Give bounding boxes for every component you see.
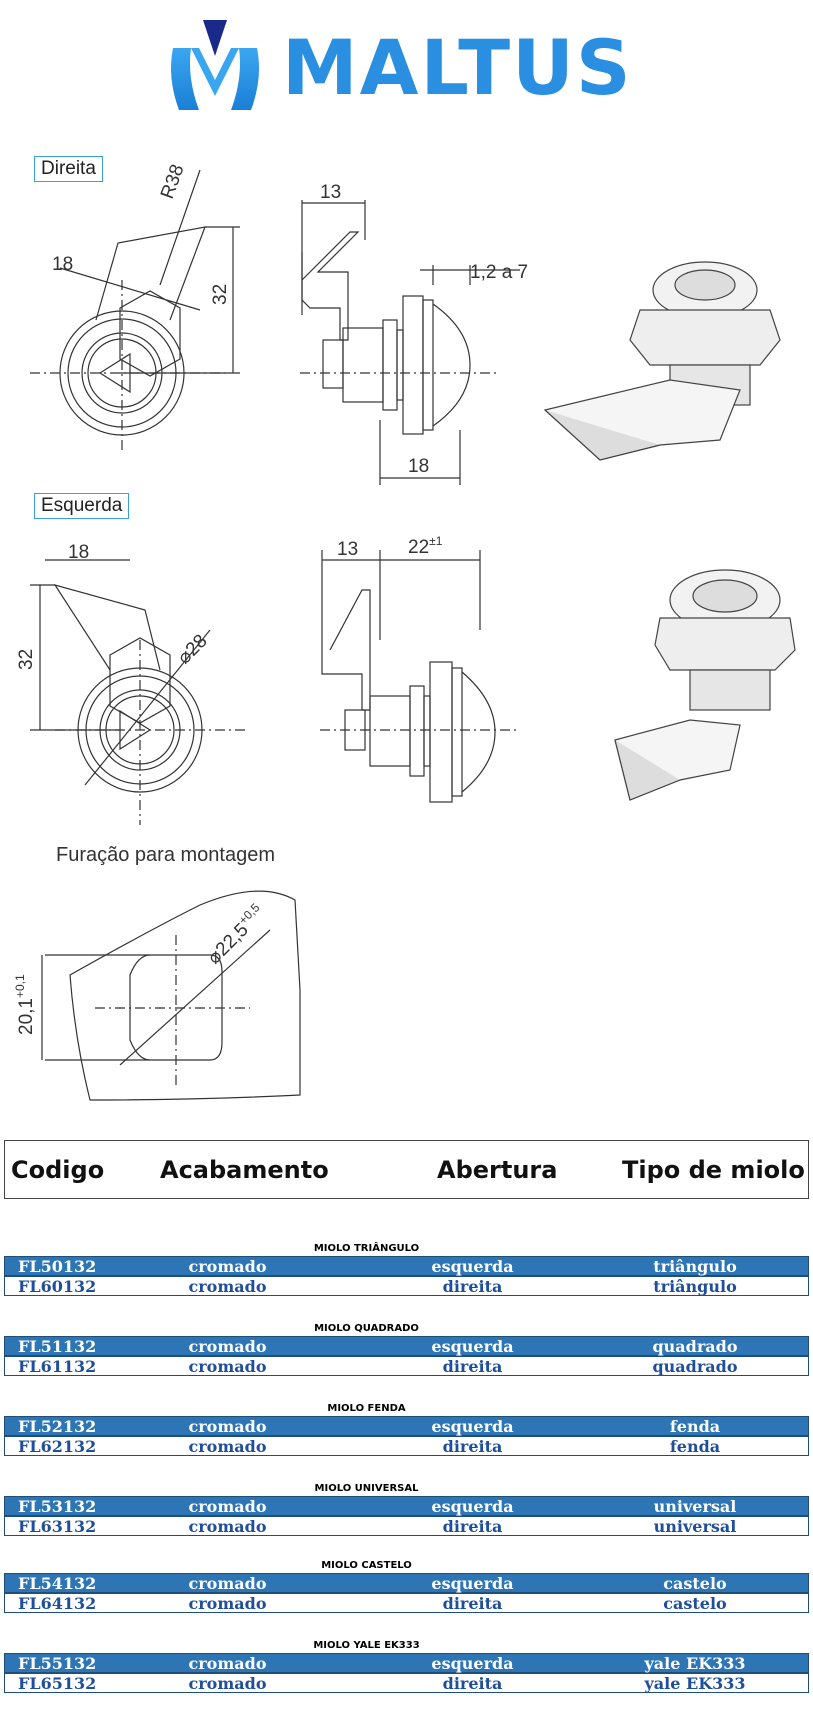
cell-opening: esquerda [431, 1417, 514, 1436]
technical-drawings: 18 32 R38 13 1,2 a 7 18 [13, 162, 796, 1101]
left-length-dim: 22±1 [408, 534, 443, 558]
cell-core: yale EK333 [644, 1674, 746, 1693]
header-core-type: Tipo de miolo [622, 1156, 805, 1184]
cell-code: FL51132 [18, 1337, 97, 1356]
cell-finish: cromado [188, 1437, 267, 1456]
cell-core: quadrado [652, 1357, 738, 1376]
cell-code: FL53132 [18, 1497, 97, 1516]
cell-opening: direita [442, 1357, 503, 1376]
cell-opening: esquerda [431, 1654, 514, 1673]
brand-name: MALTUS [282, 23, 633, 112]
group-title: MIOLO UNIVERSAL [314, 1483, 419, 1494]
cell-finish: cromado [188, 1257, 267, 1276]
right-angle-dim: 18 [52, 254, 73, 275]
cell-code: FL64132 [18, 1594, 97, 1613]
cell-core: fenda [669, 1417, 721, 1436]
cell-opening: direita [442, 1437, 503, 1456]
right-front-view: 18 32 R38 [30, 162, 240, 450]
table-row: FL52132 cromado esquerda fenda [4, 1416, 809, 1436]
cell-code: FL60132 [18, 1277, 97, 1296]
cell-finish: cromado [188, 1654, 267, 1673]
table-row: FL53132 cromado esquerda universal [4, 1496, 809, 1516]
right-view-label: Direita [34, 156, 103, 182]
maltus-logo-icon [171, 20, 259, 110]
table-row: FL55132 cromado esquerda yale EK333 [4, 1653, 809, 1673]
table-header-box [4, 1140, 809, 1199]
cell-core: universal [653, 1497, 737, 1516]
right-panel-dim: 1,2 a 7 [470, 262, 528, 283]
table-row: FL60132 cromado direita triângulo [4, 1276, 809, 1296]
cell-core: castelo [663, 1594, 727, 1613]
table-row: FL54132 cromado esquerda castelo [4, 1573, 809, 1593]
left-diam-dim: ⌀28 [174, 631, 212, 669]
left-3d-render [614, 569, 796, 801]
cell-opening: direita [442, 1594, 503, 1613]
table-row: FL63132 cromado direita universal [4, 1516, 809, 1536]
table-row: FL65132 cromado direita yale EK333 [4, 1673, 809, 1693]
cell-finish: cromado [188, 1674, 267, 1693]
cell-code: FL54132 [18, 1574, 97, 1593]
group-title: MIOLO YALE EK333 [313, 1640, 420, 1651]
left-side-view: 13 22±1 [320, 534, 520, 803]
cell-finish: cromado [188, 1337, 267, 1356]
cell-core: castelo [663, 1574, 727, 1593]
cell-finish: cromado [188, 1497, 267, 1516]
cell-code: FL50132 [18, 1257, 97, 1276]
right-3d-render [543, 261, 781, 461]
table-row: FL61132 cromado direita quadrado [4, 1356, 809, 1376]
cell-opening: esquerda [431, 1257, 514, 1276]
mounting-caption: Furação para montagem [56, 844, 276, 866]
cell-finish: cromado [188, 1417, 267, 1436]
cell-finish: cromado [188, 1277, 267, 1296]
cell-code: FL65132 [18, 1674, 97, 1693]
right-length-dim: 18 [408, 456, 429, 477]
right-side-view: 13 1,2 a 7 18 [300, 182, 528, 485]
right-depth-dim: 13 [320, 182, 341, 203]
cell-opening: direita [442, 1277, 503, 1296]
cell-core: triângulo [653, 1277, 737, 1296]
table-row: FL50132 cromado esquerda triângulo [4, 1256, 809, 1276]
header-code: Codigo [11, 1156, 105, 1184]
cell-opening: esquerda [431, 1337, 514, 1356]
cell-core: quadrado [652, 1337, 738, 1356]
cell-opening: direita [442, 1517, 503, 1536]
group-title: MIOLO FENDA [327, 1403, 406, 1414]
cell-code: FL63132 [18, 1517, 97, 1536]
cell-core: universal [653, 1517, 737, 1536]
mount-height-dim: 20,1+0,1 [13, 974, 37, 1035]
cell-code: FL52132 [18, 1417, 97, 1436]
mount-diam-dim: ⌀22,5+0,5 [202, 900, 270, 968]
group-title: MIOLO TRIÂNGULO [313, 1243, 420, 1254]
cell-core: fenda [669, 1437, 721, 1456]
cell-finish: cromado [188, 1594, 267, 1613]
table-row: FL64132 cromado direita castelo [4, 1593, 809, 1613]
table-row: FL62132 cromado direita fenda [4, 1436, 809, 1456]
cell-finish: cromado [188, 1357, 267, 1376]
header-opening: Abertura [437, 1156, 558, 1184]
left-height-dim: 32 [16, 649, 37, 670]
right-height-dim: 32 [210, 284, 231, 305]
cell-core: yale EK333 [644, 1654, 746, 1673]
left-front-view: 32 18 ⌀28 [16, 542, 245, 825]
cell-code: FL62132 [18, 1437, 97, 1456]
header-finish: Acabamento [160, 1156, 329, 1184]
cell-opening: esquerda [431, 1574, 514, 1593]
group-title: MIOLO CASTELO [321, 1560, 412, 1571]
cell-finish: cromado [188, 1574, 267, 1593]
cell-opening: direita [442, 1674, 503, 1693]
mounting-hole-drawing: 20,1+0,1 ⌀22,5+0,5 [13, 890, 301, 1101]
cell-core: triângulo [653, 1257, 737, 1276]
group-title: MIOLO QUADRADO [314, 1323, 419, 1334]
right-radius-dim: R38 [157, 162, 189, 202]
left-view-label: Esquerda [34, 493, 130, 519]
left-depth-dim: 13 [337, 539, 358, 560]
cell-code: FL61132 [18, 1357, 97, 1376]
left-angle-dim: 18 [68, 542, 89, 563]
cell-code: FL55132 [18, 1654, 97, 1673]
table-row: FL51132 cromado esquerda quadrado [4, 1336, 809, 1356]
cell-finish: cromado [188, 1517, 267, 1536]
cell-opening: esquerda [431, 1497, 514, 1516]
